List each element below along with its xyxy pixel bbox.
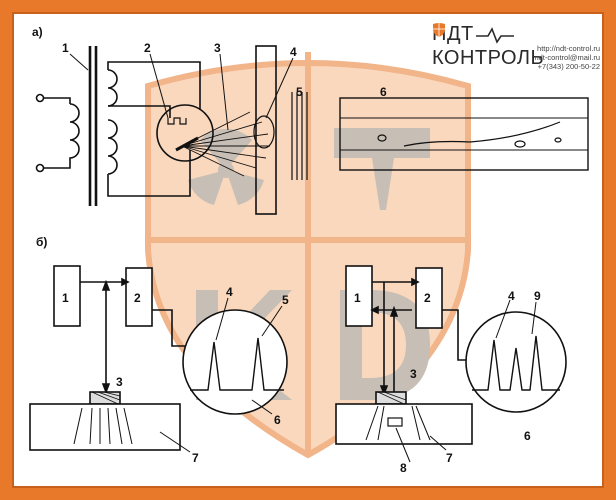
label-a-1: 1 — [62, 41, 69, 55]
label-br-1: 1 — [354, 291, 361, 305]
brand-phone: +7(343) 200-50-22 — [537, 62, 600, 71]
label-br-3: 3 — [410, 367, 417, 381]
label-bl-4: 4 — [226, 285, 233, 299]
label-br-2: 2 — [424, 291, 431, 305]
label-br-7: 7 — [446, 451, 453, 465]
shield-logo-icon — [433, 23, 445, 37]
label-bl-1: 1 — [62, 291, 69, 305]
diagram-labels: а) 1 2 3 4 5 6 б) 1 2 3 4 5 6 7 1 2 3 4 … — [32, 25, 541, 475]
label-br-4: 4 — [508, 289, 515, 303]
label-bl-3: 3 — [116, 375, 123, 389]
label-a-5: 5 — [296, 85, 303, 99]
brand-email[interactable]: ndt-control@mail.ru — [534, 53, 600, 62]
section-b-right — [335, 265, 567, 463]
label-bl-2: 2 — [134, 291, 141, 305]
label-section-b: б) — [36, 235, 47, 249]
section-b-left — [29, 265, 288, 453]
label-br-6: 6 — [524, 429, 531, 443]
label-bl-6: 6 — [274, 413, 281, 427]
brand-block: НДТ КОНТРОЛЬ http://ndt-control.ru ndt-c… — [432, 20, 602, 76]
label-br-9: 9 — [534, 289, 541, 303]
label-a-4: 4 — [290, 45, 297, 59]
brand-name-line2: КОНТРОЛЬ — [432, 47, 545, 69]
label-a-6: 6 — [380, 85, 387, 99]
section-a — [35, 45, 589, 215]
label-bl-5: 5 — [282, 293, 289, 307]
label-a-3: 3 — [214, 41, 221, 55]
pulse-icon — [476, 27, 514, 44]
label-a-2: 2 — [144, 41, 151, 55]
label-bl-7: 7 — [192, 451, 199, 465]
brand-website[interactable]: http://ndt-control.ru — [537, 44, 600, 53]
label-br-8: 8 — [400, 461, 407, 475]
label-section-a: а) — [32, 25, 43, 39]
